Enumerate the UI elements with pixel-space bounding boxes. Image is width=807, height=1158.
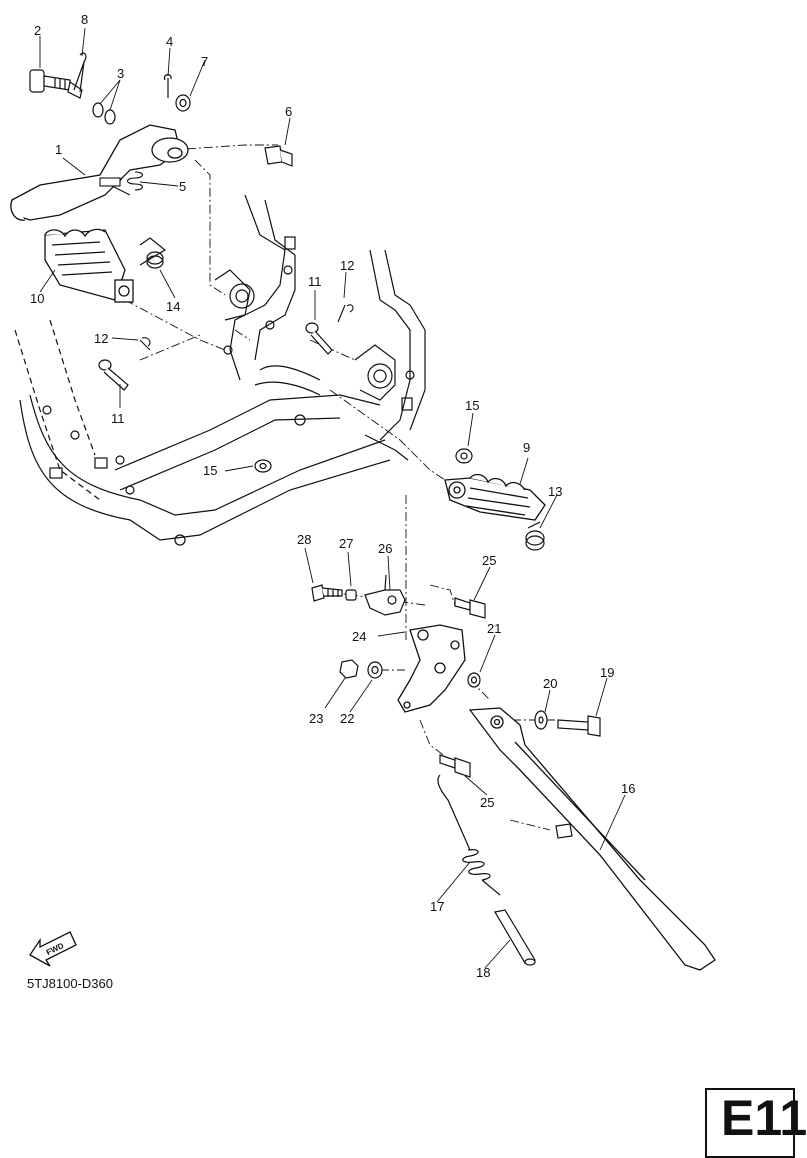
callout-labels: 1 2 3 4 5 6 7 8 9 10 11 11 12 12 13 14 1… — [30, 12, 635, 980]
washer-15-lower — [254, 459, 272, 473]
fwd-arrow-icon: FWD — [29, 931, 77, 967]
callout-5: 5 — [179, 179, 186, 194]
pin-4 — [163, 74, 172, 98]
bolt-19 — [557, 715, 601, 737]
callout-19: 19 — [600, 665, 614, 680]
pedal-pivot-bolt — [29, 69, 83, 99]
callout-8: 8 — [81, 12, 88, 27]
washer-7 — [175, 94, 191, 112]
callout-2: 2 — [34, 23, 41, 38]
section-badge: E11 — [705, 1088, 807, 1158]
nut-27 — [345, 589, 357, 601]
bolt-25-lower — [439, 754, 471, 778]
callout-26: 26 — [378, 541, 392, 556]
left-footrest — [44, 228, 134, 303]
callout-21: 21 — [487, 621, 501, 636]
callout-leaders — [39, 27, 626, 969]
callout-15b: 15 — [203, 463, 217, 478]
callout-17: 17 — [430, 899, 444, 914]
figure-code: 5TJ8100-D360 — [27, 976, 113, 991]
callout-12a: 12 — [94, 331, 108, 346]
callout-25b: 25 — [480, 795, 494, 810]
nut-23 — [339, 659, 359, 679]
callout-20: 20 — [543, 676, 557, 691]
spring-5 — [99, 171, 144, 196]
callout-9: 9 — [523, 440, 530, 455]
callout-15a: 15 — [465, 398, 479, 413]
cotter-pin-8 — [73, 52, 87, 93]
callout-14: 14 — [166, 299, 180, 314]
pin-18 — [494, 909, 536, 966]
callout-12b: 12 — [340, 258, 354, 273]
washers-3 — [92, 102, 116, 125]
bolt-25-upper — [454, 597, 486, 619]
callout-4: 4 — [166, 34, 173, 49]
exploded-parts-diagram: 1 2 3 4 5 6 7 8 9 10 11 11 12 12 13 14 1… — [10, 12, 716, 980]
callout-28: 28 — [297, 532, 311, 547]
callout-16: 16 — [621, 781, 635, 796]
sidestand-spring-17 — [437, 774, 501, 896]
right-footrest — [444, 473, 546, 521]
callout-6: 6 — [285, 104, 292, 119]
callout-24: 24 — [352, 629, 366, 644]
clevis-pin-6 — [264, 145, 293, 167]
bolt-28 — [311, 584, 343, 602]
callout-13: 13 — [548, 484, 562, 499]
footrest-spring-14 — [139, 237, 167, 269]
callout-22: 22 — [340, 711, 354, 726]
washer-22 — [367, 661, 383, 679]
footrest-pin-11-left — [98, 359, 129, 391]
callout-27: 27 — [339, 536, 353, 551]
callout-18: 18 — [476, 965, 490, 980]
callout-1: 1 — [55, 142, 62, 157]
callout-10: 10 — [30, 291, 44, 306]
sidestand-hook — [555, 823, 573, 839]
switch-26 — [364, 574, 406, 616]
brake-pedal — [10, 124, 189, 221]
callout-7: 7 — [201, 54, 208, 69]
frame-outline — [14, 194, 426, 546]
callout-3: 3 — [117, 66, 124, 81]
bracket-24 — [397, 624, 466, 713]
section-code: E11 — [721, 1090, 807, 1146]
callout-11a: 11 — [111, 411, 125, 426]
callout-25a: 25 — [482, 553, 496, 568]
callout-23: 23 — [309, 711, 323, 726]
washer-20 — [534, 710, 548, 730]
collar-21 — [467, 672, 481, 688]
callout-11b: 11 — [308, 274, 322, 289]
footrest-pin-11-right — [305, 322, 333, 355]
cotter-pin-12-right — [337, 304, 354, 323]
sidestand — [468, 707, 716, 971]
footrest-spring-13 — [525, 521, 545, 551]
cotter-pin-12-left — [139, 337, 151, 351]
washer-15-upper — [455, 448, 473, 464]
